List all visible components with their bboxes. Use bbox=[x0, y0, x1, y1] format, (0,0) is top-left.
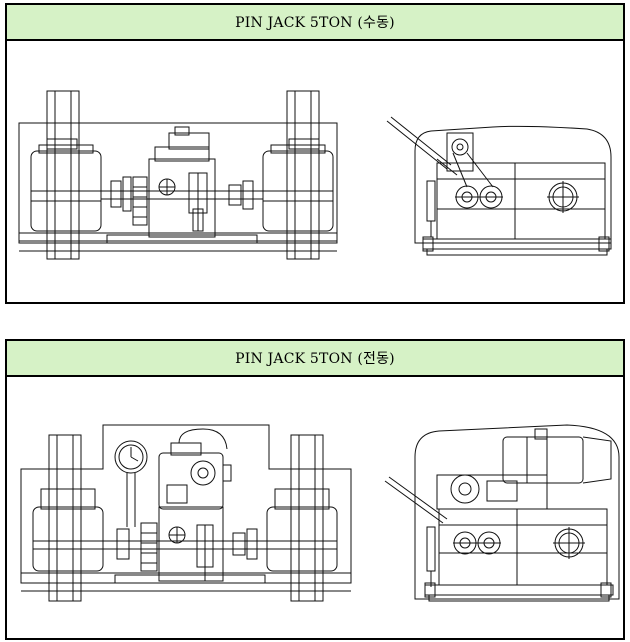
panel-header: PIN JACK 5TON (수동) bbox=[7, 5, 623, 41]
panel-drawing-area bbox=[7, 377, 623, 638]
front-view-drawing bbox=[7, 377, 623, 638]
panel-manual: PIN JACK 5TON (수동) bbox=[5, 3, 625, 304]
panel-title: PIN JACK 5TON (전동) bbox=[235, 351, 395, 367]
side-view-drawing bbox=[7, 377, 623, 638]
panel-drawing-area bbox=[7, 41, 623, 302]
front-view-drawing bbox=[7, 41, 623, 302]
panel-electric: PIN JACK 5TON (전동) bbox=[5, 339, 625, 640]
side-view-drawing bbox=[7, 41, 623, 302]
panel-title: PIN JACK 5TON (수동) bbox=[235, 15, 395, 31]
panel-header: PIN JACK 5TON (전동) bbox=[7, 341, 623, 377]
